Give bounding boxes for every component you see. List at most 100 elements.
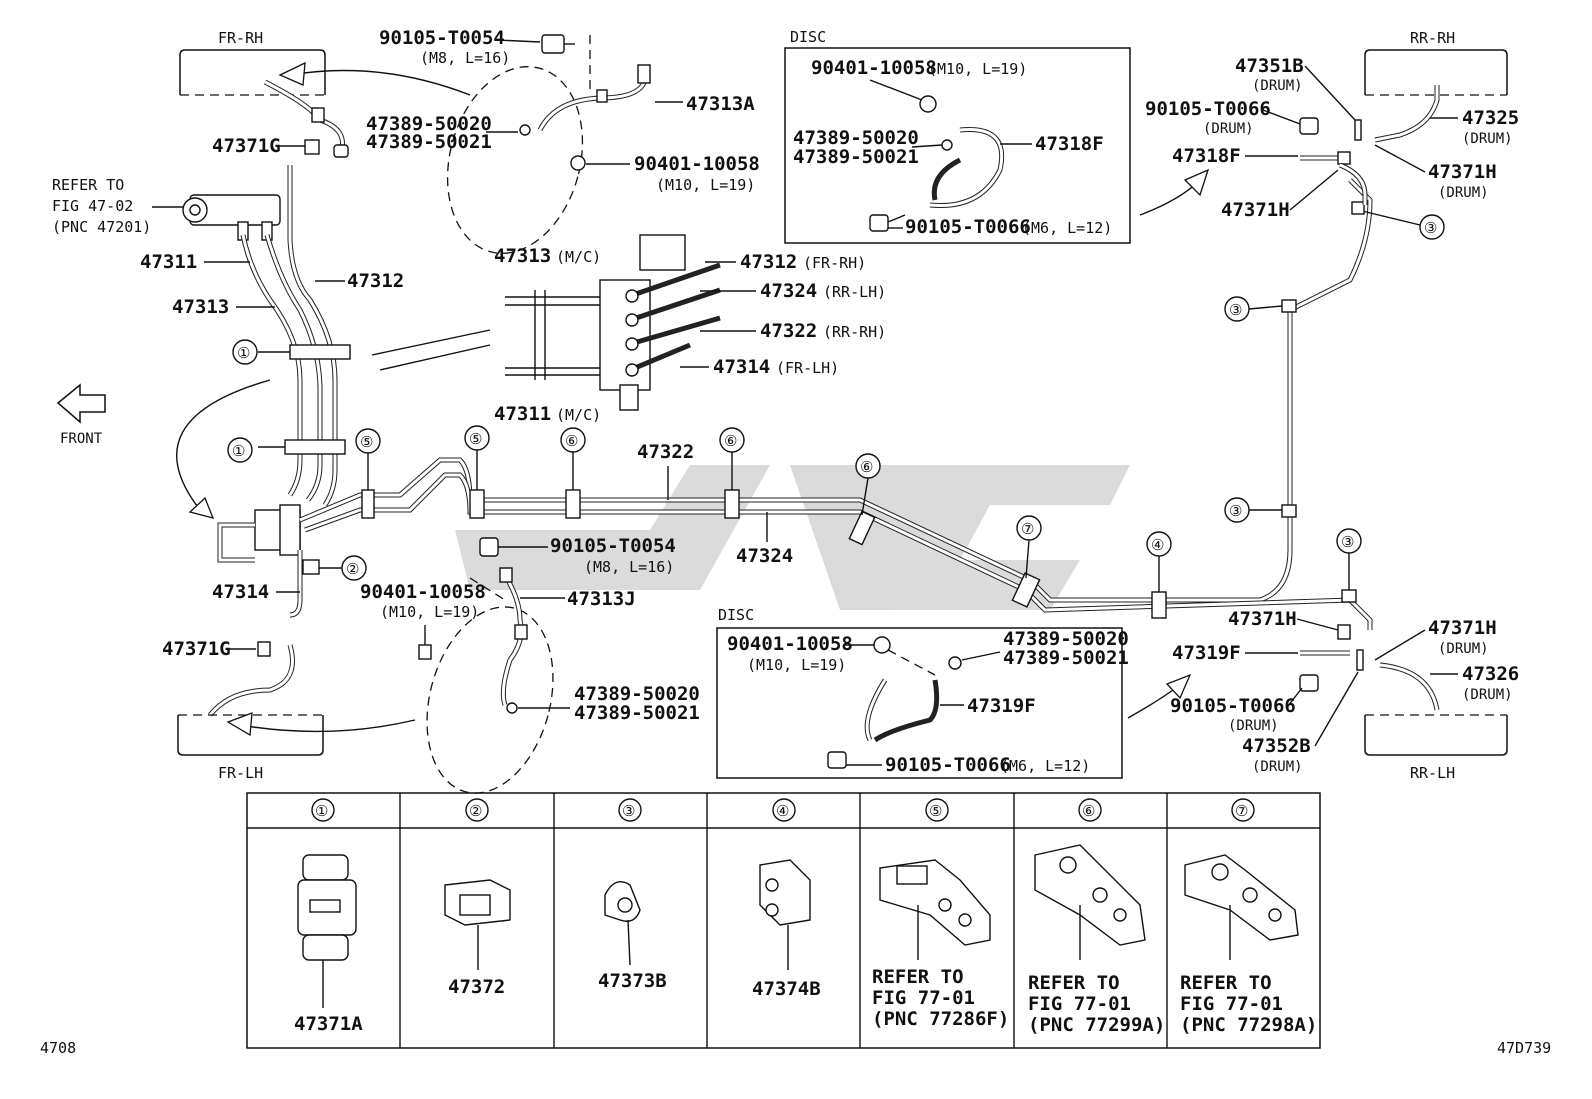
clamp-6c-mark: ⑥ (860, 458, 873, 476)
label-47312: 47312 (347, 270, 404, 292)
label-r47371h-b: 47371H (1221, 199, 1290, 221)
clamp-3b-mark: ③ (1229, 502, 1242, 520)
label-r90105-low: 90105-T0066 (1170, 695, 1296, 717)
master-cylinder (182, 194, 281, 241)
label-47324: 47324 (736, 545, 793, 567)
label-r47371h-d: 47371H (1428, 617, 1497, 639)
refer-fig-line2: FIG 47-02 (52, 197, 133, 215)
label-r47326: 47326 (1462, 663, 1519, 685)
label-90401-top-sub: (M10, L=19) (656, 176, 755, 194)
watermark (455, 465, 1130, 610)
rr-lh-label: RR-LH (1410, 764, 1455, 782)
clip-47374b-drawing (759, 859, 811, 970)
label-m47312-sub: (FR-RH) (803, 254, 866, 272)
label-m47312: 47312 (740, 251, 797, 273)
clip-47373b-drawing (604, 881, 641, 966)
legend-5-l2: FIG 77-01 (872, 987, 975, 1009)
legend-7-l2: FIG 77-01 (1180, 993, 1283, 1015)
label-r90105-top: 90105-T0066 (1145, 98, 1271, 120)
label-47322: 47322 (637, 441, 694, 463)
clip-77299a-drawing (1034, 844, 1146, 960)
legend-1-part: 47371A (294, 1013, 363, 1035)
label-90105-t0054-mid: 90105-T0054 (550, 535, 676, 557)
label-90105-t0054-mid-sub: (M8, L=16) (584, 558, 674, 576)
rr-rh-label: RR-RH (1410, 29, 1455, 47)
label-r47371h-d-sub: (DRUM) (1438, 641, 1489, 657)
label-47389-low-a: 47389-50020 (574, 683, 700, 705)
legend-7-l1: REFER TO (1180, 972, 1272, 994)
clip-47372-drawing (444, 879, 511, 970)
label-d2-47389b: 47389-50021 (1003, 647, 1129, 669)
clamp-1b-mark: ① (232, 442, 245, 460)
legend-5-l1: REFER TO (872, 966, 964, 988)
legend-table: ① ② ③ ④ ⑤ ⑥ ⑦ 47371A 47372 (246, 792, 1321, 1049)
label-m47313-sub: (M/C) (556, 248, 601, 266)
clamp-1a-mark: ① (237, 344, 250, 362)
clamp-5b-mark: ⑤ (469, 430, 482, 448)
label-r47352b: 47352B (1242, 735, 1311, 757)
label-47389-low-b: 47389-50021 (574, 702, 700, 724)
label-d2-90105: 90105-T0066 (885, 754, 1011, 776)
label-r47352b-sub: (DRUM) (1252, 759, 1303, 775)
label-90105-t0054-top: 90105-T0054 (379, 27, 505, 49)
label-d1-47318f: 47318F (1035, 133, 1104, 155)
label-m47324-sub: (RR-LH) (823, 283, 886, 301)
fr-lh-label: FR-LH (218, 764, 263, 782)
label-r47371h-a-sub: (DRUM) (1438, 185, 1489, 201)
fr-rh-arrow (289, 69, 471, 96)
label-r47318f: 47318F (1172, 145, 1241, 167)
legend-2-num: ② (469, 802, 482, 820)
clamp-3a-mark: ③ (1229, 301, 1242, 319)
label-d2-47389a: 47389-50020 (1003, 628, 1129, 650)
clamp-5a-mark: ⑤ (360, 433, 373, 451)
legend-2-part: 47372 (448, 976, 505, 998)
legend-7-l3: (PNC 77298A) (1180, 1014, 1317, 1036)
curved-arrow (175, 379, 271, 511)
clamp-6a-mark: ⑥ (565, 432, 578, 450)
label-d1-90401-sub: (M10, L=19) (928, 60, 1027, 78)
page-code: 4708 (40, 1039, 76, 1057)
label-47389-top-b: 47389-50021 (366, 131, 492, 153)
label-m47324: 47324 (760, 280, 817, 302)
clamp-2-mark: ② (346, 560, 359, 578)
clamp-7-mark: ⑦ (1021, 520, 1034, 538)
label-r47371h-a: 47371H (1428, 161, 1497, 183)
legend-4-part: 47374B (752, 978, 821, 1000)
label-r47325-sub: (DRUM) (1462, 131, 1513, 147)
label-d2-90401: 90401-10058 (727, 633, 853, 655)
rr-rh-box: RR-RH (1364, 29, 1508, 96)
clip-77298a-drawing (1184, 854, 1299, 960)
legend-6-l1: REFER TO (1028, 972, 1120, 994)
disc-box-lower: DISC (716, 606, 1123, 779)
refer-fig-line1: REFER TO (52, 176, 124, 194)
legend-6-l3: (PNC 77299A) (1028, 1014, 1165, 1036)
label-d1-90105-sub: (M6, L=12) (1022, 219, 1112, 237)
legend-6-l2: FIG 77-01 (1028, 993, 1131, 1015)
label-m47314: 47314 (713, 356, 770, 378)
clip-47371a-drawing (297, 854, 357, 1008)
label-47313: 47313 (172, 296, 229, 318)
label-d2-90105-sub: (M6, L=12) (1000, 757, 1090, 775)
label-r90105-low-sub: (DRUM) (1228, 718, 1279, 734)
label-d1-90401: 90401-10058 (811, 57, 937, 79)
label-r90105-top-sub: (DRUM) (1203, 121, 1254, 137)
master-cylinder-detail (371, 234, 721, 411)
label-r47326-sub: (DRUM) (1462, 687, 1513, 703)
legend-5-num: ⑤ (929, 802, 942, 820)
label-90401-mid-sub: (M10, L=19) (380, 603, 479, 621)
label-47313a: 47313A (686, 93, 755, 115)
label-r47325: 47325 (1462, 107, 1519, 129)
label-r47351b: 47351B (1235, 55, 1304, 77)
front-arrow: FRONT (56, 383, 106, 447)
disc-lower-label: DISC (718, 606, 754, 624)
label-90401-top: 90401-10058 (634, 153, 760, 175)
label-47311: 47311 (140, 251, 197, 273)
clamp-4-mark: ④ (1151, 536, 1164, 554)
label-47371g-top: 47371G (212, 135, 281, 157)
label-m47313: 47313 (494, 245, 551, 267)
fr-rh-label: FR-RH (218, 29, 263, 47)
figure-id: 47D739 (1497, 1039, 1551, 1057)
label-90401-mid: 90401-10058 (360, 581, 486, 603)
label-47314: 47314 (212, 581, 269, 603)
